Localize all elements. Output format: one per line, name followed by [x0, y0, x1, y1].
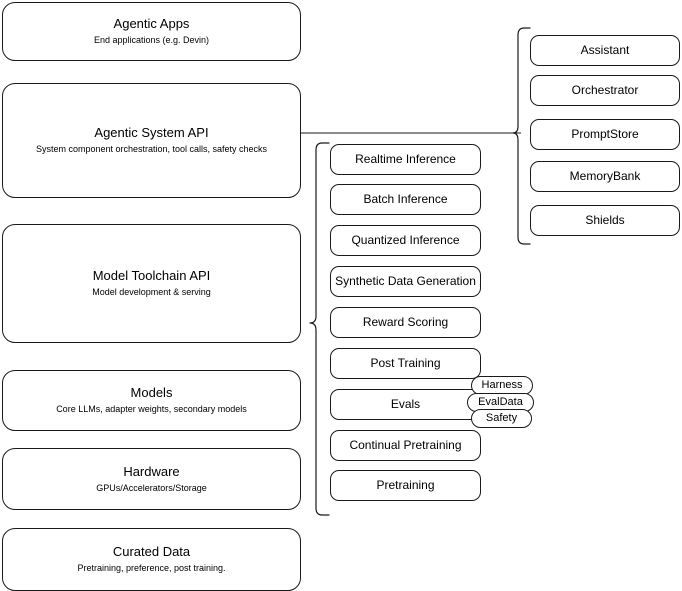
- agentic-item-shields[interactable]: Shields: [530, 205, 680, 236]
- stack-box-subtitle: GPUs/Accelerators/Storage: [96, 482, 207, 493]
- stack-box-model-toolchain-api[interactable]: Model Toolchain API Model development & …: [2, 224, 301, 343]
- agentic-item-promptstore[interactable]: PromptStore: [530, 119, 680, 150]
- toolchain-item-label: Quantized Inference: [351, 233, 460, 247]
- toolchain-item-label: Batch Inference: [363, 192, 448, 206]
- agentic-item-label: PromptStore: [571, 127, 639, 141]
- toolchain-items-brace: [301, 140, 331, 520]
- stack-box-hardware[interactable]: Hardware GPUs/Accelerators/Storage: [2, 448, 301, 510]
- stack-box-subtitle: Core LLMs, adapter weights, secondary mo…: [56, 404, 247, 414]
- stack-box-agentic-system-api[interactable]: Agentic System API System component orch…: [2, 83, 301, 198]
- toolchain-item-realtime-inference[interactable]: Realtime Inference: [330, 144, 481, 175]
- toolchain-item-reward-scoring[interactable]: Reward Scoring: [330, 307, 481, 338]
- toolchain-item-label: Reward Scoring: [362, 315, 449, 329]
- stack-box-agentic-apps[interactable]: Agentic Apps End applications (e.g. Devi…: [2, 2, 301, 61]
- toolchain-item-batch-inference[interactable]: Batch Inference: [330, 184, 481, 215]
- stack-box-subtitle: Pretraining, preference, post training.: [77, 563, 226, 573]
- toolchain-item-quantized-inference[interactable]: Quantized Inference: [330, 225, 481, 256]
- stack-box-models[interactable]: Models Core LLMs, adapter weights, secon…: [2, 370, 301, 431]
- toolchain-item-continual-pretraining[interactable]: Continual Pretraining: [330, 430, 481, 461]
- toolchain-item-post-training[interactable]: Post Training: [330, 348, 481, 379]
- stack-box-title: Agentic System API: [94, 125, 209, 140]
- toolchain-item-synthetic-data-generation[interactable]: Synthetic Data Generation: [330, 266, 481, 297]
- toolchain-item-evals[interactable]: Evals: [330, 389, 481, 420]
- eval-pill-safety[interactable]: Safety: [471, 409, 532, 428]
- agentic-item-label: MemoryBank: [569, 169, 641, 183]
- agentic-item-memorybank[interactable]: MemoryBank: [530, 161, 680, 192]
- agentic-item-label: Orchestrator: [571, 83, 639, 97]
- agentic-item-label: Assistant: [580, 43, 630, 57]
- agentic-item-orchestrator[interactable]: Orchestrator: [530, 75, 680, 106]
- eval-pill-evaldata[interactable]: EvalData: [467, 393, 534, 412]
- agentic-item-label: Shields: [585, 213, 625, 227]
- toolchain-item-label: Continual Pretraining: [349, 438, 462, 452]
- stack-box-subtitle: Model development & serving: [92, 287, 211, 297]
- toolchain-item-label: Evals: [390, 397, 421, 411]
- stack-box-curated-data[interactable]: Curated Data Pretraining, preference, po…: [2, 528, 301, 591]
- agentic-item-assistant[interactable]: Assistant: [530, 35, 680, 66]
- toolchain-item-label: Post Training: [370, 356, 441, 370]
- eval-pill-harness[interactable]: Harness: [471, 376, 533, 395]
- stack-box-title: Hardware: [123, 463, 180, 479]
- agentic-items-brace: [512, 26, 532, 246]
- stack-box-subtitle: System component orchestration, tool cal…: [35, 144, 268, 154]
- stack-box-title: Agentic Apps: [113, 16, 190, 31]
- toolchain-item-label: Pretraining: [376, 478, 435, 492]
- toolchain-item-label: Realtime Inference: [355, 152, 456, 166]
- stack-box-title: Model Toolchain API: [92, 268, 211, 283]
- toolchain-item-pretraining[interactable]: Pretraining: [330, 470, 481, 501]
- toolchain-item-label: Synthetic Data Generation: [335, 274, 476, 288]
- stack-box-title: Models: [130, 385, 173, 400]
- agentic-system-connector-line: [301, 128, 521, 138]
- stack-box-title: Curated Data: [112, 544, 191, 559]
- stack-box-subtitle: End applications (e.g. Devin): [93, 35, 210, 45]
